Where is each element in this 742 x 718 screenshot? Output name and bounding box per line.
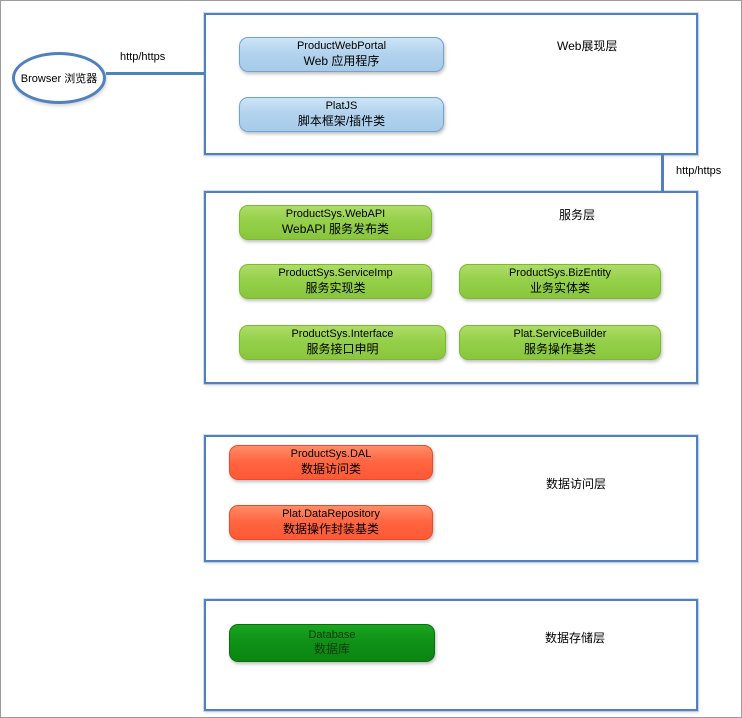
node-title: PlatJS xyxy=(325,100,358,113)
node-productsys-serviceimp: ProductSys.ServiceImp 服务实现类 xyxy=(239,264,432,299)
node-title: ProductSys.DAL xyxy=(290,448,372,461)
node-subtitle: 数据库 xyxy=(313,642,350,657)
node-subtitle: 业务实体类 xyxy=(529,280,590,295)
connector-web-to-service xyxy=(661,154,664,192)
node-productsys-interface: ProductSys.Interface 服务接口申明 xyxy=(239,325,446,360)
node-database: Database 数据库 xyxy=(229,624,435,662)
node-subtitle: Web 应用程序 xyxy=(303,53,380,68)
layer-box-web xyxy=(204,13,698,155)
layer-label-data-access: 数据访问层 xyxy=(546,477,607,491)
node-title: ProductSys.BizEntity xyxy=(508,267,612,280)
node-title: Plat.ServiceBuilder xyxy=(513,328,607,341)
node-productsys-webapi: ProductSys.WebAPI WebAPI 服务发布类 xyxy=(239,205,432,240)
node-productsys-dal: ProductSys.DAL 数据访问类 xyxy=(229,445,433,480)
node-productwebportal: ProductWebPortal Web 应用程序 xyxy=(239,37,444,72)
node-title: ProductSys.ServiceImp xyxy=(278,267,393,280)
node-title: Plat.DataRepository xyxy=(282,508,380,521)
node-plat-servicebuilder: Plat.ServiceBuilder 服务操作基类 xyxy=(459,325,661,360)
node-title: ProductSys.WebAPI xyxy=(285,208,386,221)
layer-label-service: 服务层 xyxy=(559,208,596,222)
node-title: Database xyxy=(308,628,356,641)
node-subtitle: WebAPI 服务发布类 xyxy=(281,221,390,236)
node-platjs: PlatJS 脚本框架/插件类 xyxy=(239,97,444,132)
connector-label-http-https-2: http/https xyxy=(676,165,722,177)
node-subtitle: 数据操作封装基类 xyxy=(282,521,379,536)
connector-label-http-https-1: http/https xyxy=(120,51,166,63)
node-subtitle: 脚本框架/插件类 xyxy=(297,113,386,128)
browser-node: Browser 浏览器 xyxy=(12,52,106,104)
node-title: ProductSys.Interface xyxy=(291,328,394,341)
browser-node-label: Browser 浏览器 xyxy=(20,73,98,85)
node-subtitle: 数据访问类 xyxy=(300,461,361,476)
node-productsys-bizentity: ProductSys.BizEntity 业务实体类 xyxy=(459,264,661,299)
node-title: ProductWebPortal xyxy=(296,40,387,53)
node-subtitle: 服务接口申明 xyxy=(306,341,379,356)
connector-browser-to-web xyxy=(106,72,205,75)
node-plat-datarepository: Plat.DataRepository 数据操作封装基类 xyxy=(229,505,433,540)
layer-label-data-storage: 数据存储层 xyxy=(545,631,606,645)
node-subtitle: 服务实现类 xyxy=(305,280,366,295)
layer-label-web: Web展现层 xyxy=(557,39,618,53)
node-subtitle: 服务操作基类 xyxy=(523,341,596,356)
